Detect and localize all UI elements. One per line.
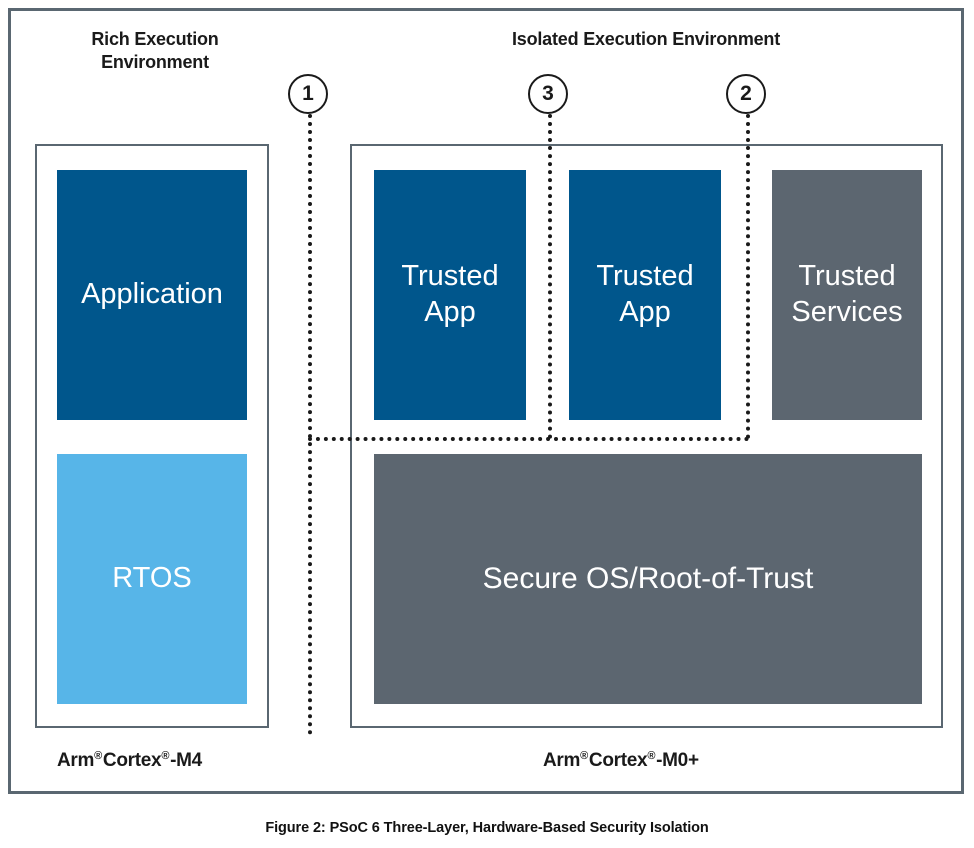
cpu-label-m4-suffix: -M4 <box>170 750 202 771</box>
callout-3-marker: 3 <box>528 74 568 114</box>
cpu-label-m0p-arm: Arm <box>543 750 581 771</box>
callout-1-line <box>308 114 312 735</box>
cpu-label-m0p-suffix: -M0+ <box>656 750 699 771</box>
registered-mark-icon: ® <box>94 750 102 762</box>
block-secure-os-root-of-trust: Secure OS/Root-of-Trust <box>374 454 922 704</box>
figure-caption: Figure 2: PSoC 6 Three-Layer, Hardware-B… <box>265 820 709 836</box>
cpu-label-m4-arm: Arm <box>57 750 95 771</box>
block-application: Application <box>57 170 247 420</box>
callout-1-marker: 1 <box>288 74 328 114</box>
cpu-label-cortex-m0plus: Arm®Cortex®-M0+ <box>543 750 699 772</box>
callout-2-line <box>746 114 750 439</box>
registered-mark-icon: ® <box>580 750 588 762</box>
cpu-label-m4-cortex: Cortex <box>102 750 162 771</box>
cpu-label-cortex-m4: Arm®Cortex®-M4 <box>57 750 202 772</box>
isolation-boundary-line <box>308 437 749 441</box>
block-rtos: RTOS <box>57 454 247 704</box>
callout-2-marker: 2 <box>726 74 766 114</box>
cpu-label-m0p-cortex: Cortex <box>588 750 648 771</box>
heading-isolated-execution-environment: Isolated Execution Environment <box>511 29 781 49</box>
callout-3-line <box>548 114 552 439</box>
registered-mark-icon: ® <box>161 750 170 762</box>
registered-mark-icon: ® <box>647 750 656 762</box>
